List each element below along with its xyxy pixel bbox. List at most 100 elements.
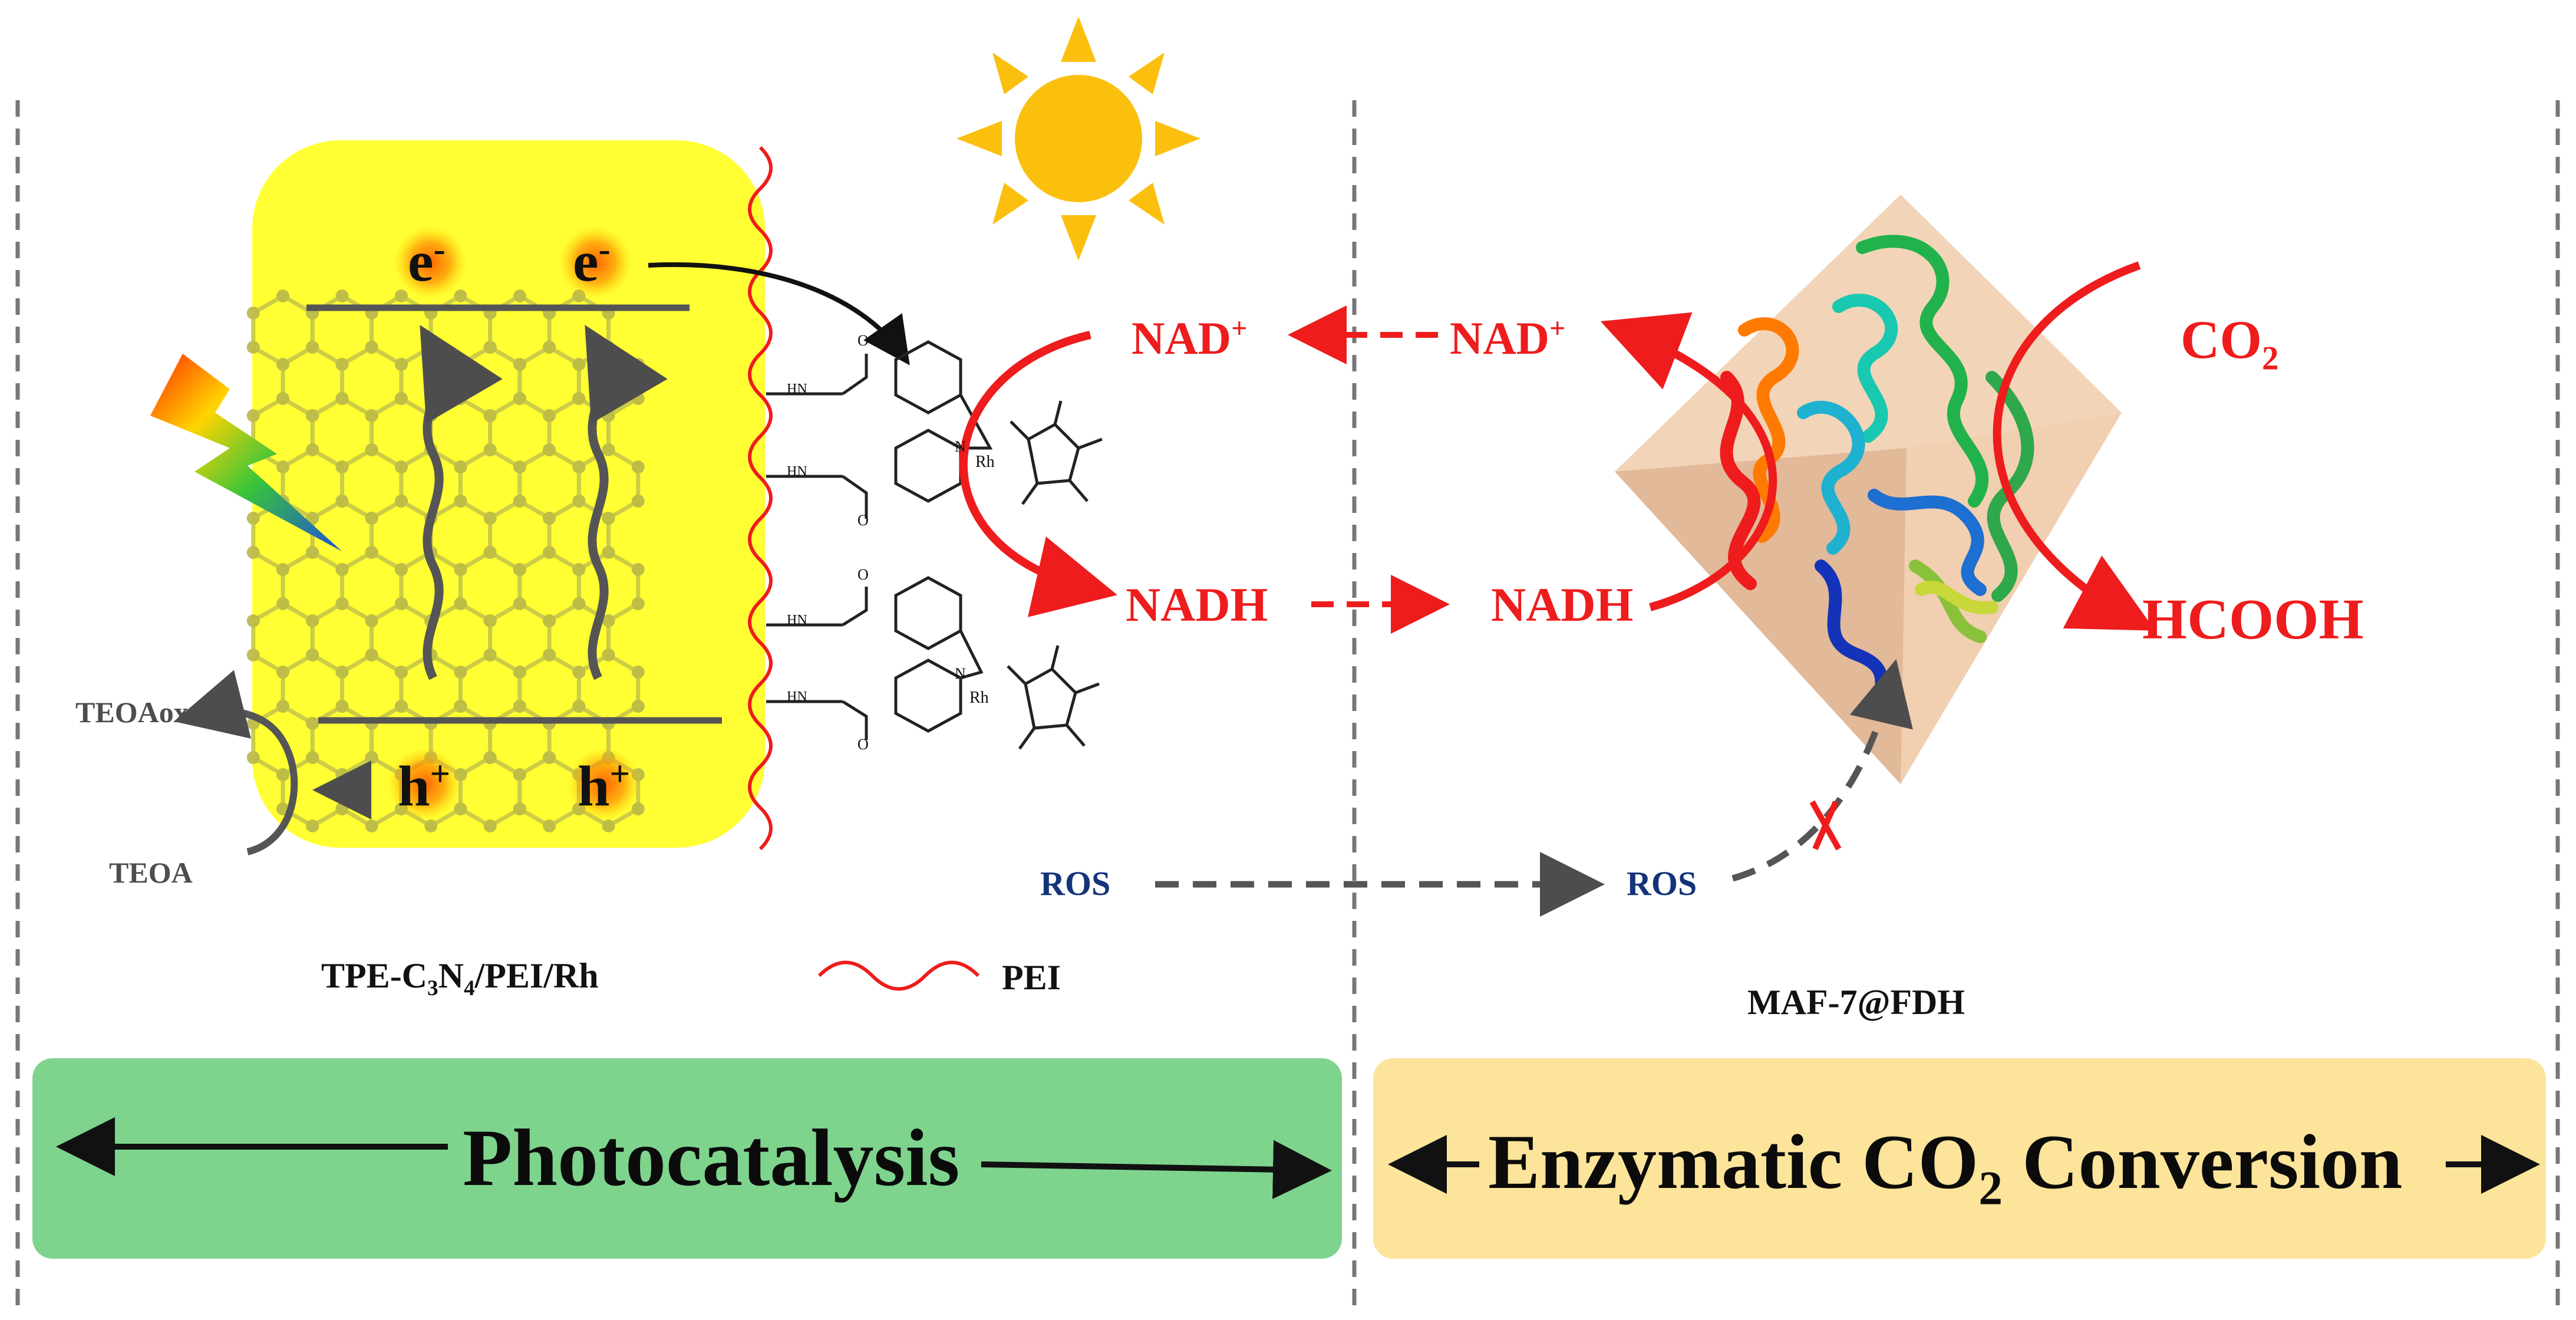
lattice-atom: [602, 443, 615, 456]
lattice-atom: [454, 392, 467, 405]
nad-reduction-arc: [959, 331, 1117, 617]
nad-plus-label-right: NAD+: [1450, 312, 1566, 364]
lattice-atom: [424, 819, 438, 832]
lattice-atom: [335, 700, 349, 713]
hole-label-1: h+: [398, 754, 451, 818]
lattice-atom: [572, 666, 586, 679]
o-label-3: O: [857, 566, 869, 583]
lattice-atom: [454, 802, 467, 815]
lattice-atom: [276, 563, 289, 576]
lattice-atom: [483, 443, 497, 456]
lattice-atom: [335, 495, 349, 508]
electron-glow-1: [394, 226, 467, 299]
lattice-atom: [513, 666, 526, 679]
lattice-atom: [454, 597, 467, 610]
pei-boundary-wave: [748, 146, 773, 851]
lattice-atom: [631, 563, 645, 576]
lattice-atom: [602, 649, 615, 661]
hcooh-label: HCOOH: [2142, 588, 2364, 651]
lattice-atom: [394, 700, 408, 713]
lattice-atom: [246, 409, 260, 422]
lattice-atom: [483, 512, 497, 525]
electron-label-2: e-: [573, 229, 611, 294]
lattice-atom: [365, 751, 378, 764]
pei-legend-wave: [817, 960, 980, 991]
n-label-2: N: [955, 665, 966, 682]
lattice-atom: [631, 700, 645, 713]
lattice-atom: [246, 649, 260, 661]
lattice-atom: [335, 358, 349, 371]
lattice-atom: [276, 358, 289, 371]
lattice-atom: [394, 460, 408, 473]
lattice-atom: [572, 358, 586, 371]
nadh-label-right: NADH: [1491, 578, 1634, 631]
lattice-atom: [454, 700, 467, 713]
n-label-1: N: [955, 438, 966, 455]
teoa-ox-label: TEOAox: [75, 696, 189, 729]
lattice-atom: [543, 751, 556, 764]
lattice-atom: [483, 341, 497, 354]
lattice-atom: [335, 768, 349, 781]
lattice-atom: [602, 614, 615, 627]
lattice-atom: [543, 649, 556, 661]
sun-icon: [956, 17, 1200, 261]
light-bolt-icon: [150, 354, 342, 551]
lattice-atom: [335, 392, 349, 405]
lattice-atom: [631, 358, 645, 371]
lattice-atom: [306, 512, 319, 525]
lattice-atom: [602, 409, 615, 422]
lattice-atom: [276, 460, 289, 473]
lattice-atom: [513, 460, 526, 473]
lattice-atom: [394, 563, 408, 576]
lattice-atom: [513, 289, 526, 302]
lattice-atom: [454, 495, 467, 508]
lattice-atom: [543, 614, 556, 627]
lattice-atom: [483, 751, 497, 764]
lattice-atom: [276, 597, 289, 610]
separator-lines: [15, 100, 2560, 1315]
lattice-atom: [513, 802, 526, 815]
lattice-atom: [513, 392, 526, 405]
o-label-4: O: [857, 736, 869, 753]
photocatalysis-banner-text: Photocatalysis: [463, 1112, 960, 1203]
lattice-atom: [246, 751, 260, 764]
lattice-atom: [276, 700, 289, 713]
lattice-atom: [572, 392, 586, 405]
lattice-atom: [483, 819, 497, 832]
lattice-atom: [365, 649, 378, 661]
lattice-atom: [365, 512, 378, 525]
lattice-atom: [631, 666, 645, 679]
lattice-atom: [306, 409, 319, 422]
lattice-atom: [306, 341, 319, 354]
lattice-atom: [394, 289, 408, 302]
lattice-atom: [365, 341, 378, 354]
lattice-atom: [306, 751, 319, 764]
lattice-atom: [306, 443, 319, 456]
lattice-atom: [335, 666, 349, 679]
nadh-oxidation-arc: [1600, 312, 1777, 611]
lattice-atom: [631, 495, 645, 508]
ros-label-right: ROS: [1627, 864, 1697, 903]
hn-label-3: HN: [787, 613, 807, 628]
lattice-atom: [602, 512, 615, 525]
hole-label-2: h+: [578, 754, 631, 818]
lattice-atom: [365, 819, 378, 832]
lattice-atom: [335, 460, 349, 473]
lattice-atom: [483, 546, 497, 559]
ros-label-left: ROS: [1040, 864, 1111, 903]
lattice-atom: [572, 563, 586, 576]
lattice-atom: [483, 409, 497, 422]
enzymatic-banner-text: Enzymatic CO2 Conversion: [1488, 1118, 2403, 1215]
lattice-atom: [365, 614, 378, 627]
lattice-atom: [572, 597, 586, 610]
electron-label-1: e-: [408, 229, 446, 294]
lattice-atom: [276, 666, 289, 679]
lattice-atom: [335, 802, 349, 815]
lattice-atom: [306, 717, 319, 730]
photocatalysis-banner: [32, 1058, 1342, 1259]
excitation-arrow-2: [585, 325, 668, 680]
lattice-atom: [246, 307, 260, 320]
hole-glow-1: [388, 748, 461, 821]
